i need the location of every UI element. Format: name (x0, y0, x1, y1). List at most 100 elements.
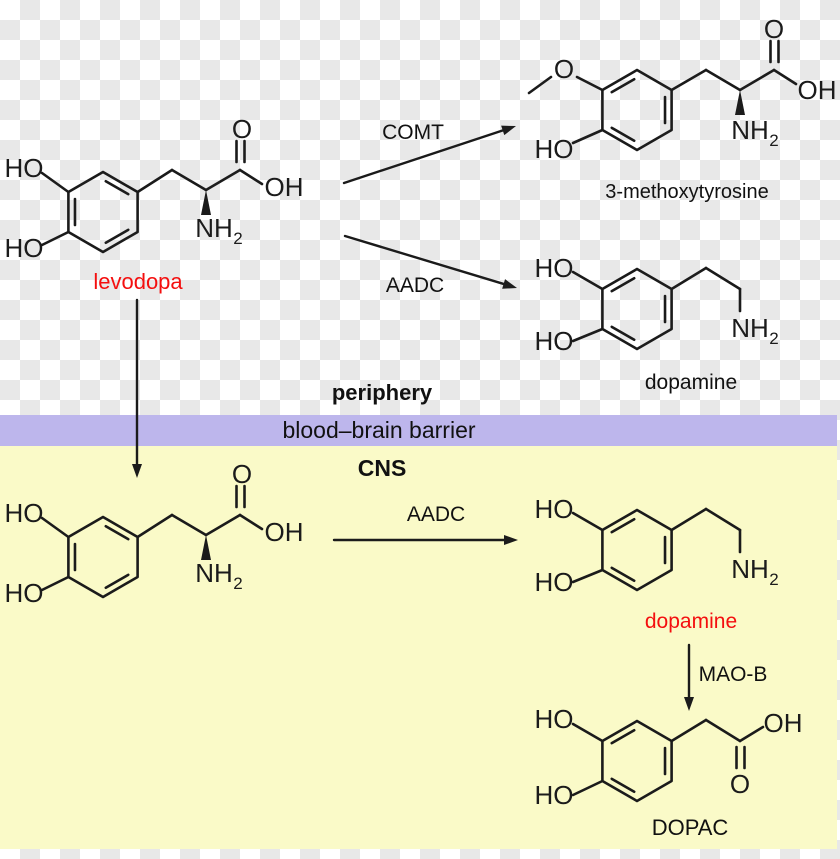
comt-reaction-arrow (342, 128, 507, 185)
atom-label-sub2: 2 (233, 574, 242, 593)
atom-label-nh: NH (731, 115, 769, 145)
atom-label-sub2: 2 (233, 229, 242, 248)
aromatic-double-bond (104, 228, 130, 245)
aromatic-double-bond (610, 777, 636, 794)
bond (704, 68, 742, 92)
atom-label-ho: HO (535, 253, 574, 283)
bond (571, 722, 604, 743)
aromatic-double-bond (104, 524, 130, 541)
bond (738, 68, 776, 92)
aadc-cns-enzyme-label: AADC (406, 503, 466, 526)
aromatic-double-bond (610, 126, 636, 143)
bond (772, 68, 798, 86)
bond (40, 516, 70, 539)
mao-b-enzyme-label: MAO-B (698, 663, 768, 686)
cns-label: CNS (357, 455, 407, 481)
bond (136, 513, 174, 539)
bond (204, 168, 242, 192)
atom-label-ho: HO (535, 780, 574, 810)
atom-label-sub2: 2 (769, 570, 778, 589)
atom-label-oh: OH (764, 708, 803, 738)
bond (738, 725, 765, 743)
benzene-ring (601, 508, 673, 592)
periphery-label: periphery (331, 380, 433, 405)
bond (670, 266, 708, 291)
bond (571, 511, 604, 532)
bond (40, 171, 70, 194)
aromatic-double-bond (610, 77, 636, 94)
aromatic-double-bond (610, 325, 636, 342)
atom-label-ho: HO (5, 233, 44, 263)
atom-label-ho: HO (535, 494, 574, 524)
mao-b-reaction-arrow-head (684, 697, 694, 711)
atom-label-ho: HO (5, 578, 44, 608)
atom-label-sub2: 2 (769, 131, 778, 150)
stereo-wedge-bond (735, 90, 745, 115)
aromatic-double-bond (104, 573, 130, 590)
atom-label-ho: HO (535, 134, 574, 164)
atom-label-nh: NH (731, 313, 769, 343)
atom-label-ho: HO (535, 567, 574, 597)
atom-label-oh: OH (798, 75, 837, 105)
blood-brain-barrier-label: blood–brain barrier (282, 417, 476, 443)
bond (170, 513, 208, 537)
atom-label-nh: NH (195, 213, 233, 243)
aromatic-double-bond (104, 179, 130, 196)
bond (238, 513, 264, 531)
bond (704, 266, 742, 291)
atom-label-ho: HO (5, 153, 44, 183)
bond (704, 718, 742, 743)
atom-label-ho: HO (5, 498, 44, 528)
dopamine-cns-label: dopamine (644, 610, 738, 633)
dopac-label: DOPAC (651, 815, 729, 840)
aromatic-double-bond (610, 517, 636, 534)
benzene-ring (601, 267, 673, 351)
bond (571, 270, 604, 291)
atom-label-oh: OH (265, 517, 304, 547)
atom-label-sub2: 2 (769, 329, 778, 348)
comt-enzyme-label: COMT (382, 121, 444, 144)
bond (238, 168, 264, 186)
atom-label-ho: HO (535, 326, 574, 356)
benzene-ring (67, 515, 139, 599)
benzene-ring (601, 719, 673, 803)
aromatic-double-bond (610, 728, 636, 745)
benzene-ring (601, 68, 673, 152)
stereo-wedge-bond (201, 535, 211, 560)
stereo-wedge-bond (201, 190, 211, 215)
atom-label-nh: NH (731, 554, 769, 584)
aadc-cns-reaction-arrow-head (504, 535, 518, 545)
bond (527, 75, 553, 95)
bond (170, 168, 208, 192)
aromatic-double-bond (610, 276, 636, 293)
bond (571, 779, 604, 797)
bond (40, 575, 70, 592)
blood-brain-barrier-band (0, 415, 837, 446)
bond (571, 128, 604, 145)
bond (571, 568, 604, 584)
bond (571, 327, 604, 343)
aadc-periphery-enzyme-label: AADC (385, 274, 445, 297)
atom-label-nh: NH (195, 558, 233, 588)
atom-label-o: O (232, 459, 252, 489)
bond (670, 68, 708, 92)
levodopa-label: levodopa (93, 269, 183, 294)
bond (136, 168, 174, 194)
atom-label-ho: HO (535, 704, 574, 734)
bond (704, 507, 742, 532)
bond (40, 230, 70, 247)
aadc-periphery-reaction-arrow (343, 234, 508, 287)
dopamine-periphery-label: dopamine (644, 371, 738, 394)
aromatic-double-bond (610, 566, 636, 583)
atom-label-o: O (764, 14, 784, 44)
atom-label-o: O (554, 54, 574, 84)
atom-label-o: O (730, 769, 750, 799)
bond (670, 507, 708, 532)
methoxytyrosine-label: 3-methoxytyrosine (605, 181, 769, 203)
comt-reaction-arrow-head (501, 125, 516, 136)
aadc-periphery-reaction-arrow-head (502, 279, 517, 289)
bond (670, 718, 708, 743)
bbb-crossing-arrow-head (132, 464, 142, 478)
atom-label-o: O (232, 114, 252, 144)
